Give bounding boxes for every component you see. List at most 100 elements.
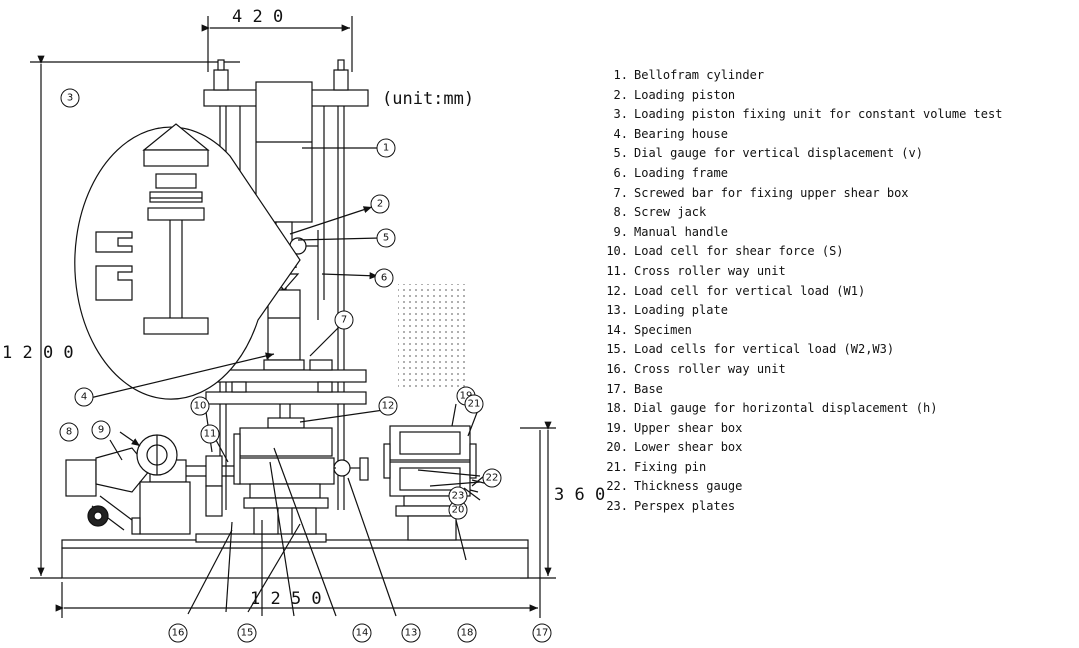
callout-number: 20 [452, 505, 465, 516]
legend-text: Load cells for vertical load (W2,W3) [634, 342, 895, 357]
legend-text: Screwed bar for fixing upper shear box [634, 185, 909, 200]
legend-number: 5. [613, 146, 628, 161]
callout-number: 16 [172, 628, 185, 639]
legend-item: 16. Cross roller way unit [604, 360, 1002, 380]
dim-height-label: 1 2 0 0 [2, 343, 74, 363]
callout-number: 18 [461, 628, 474, 639]
callout-number: 9 [98, 425, 104, 436]
legend-number: 18. [606, 401, 628, 416]
callout-number: 17 [536, 628, 549, 639]
zoom-bubble [74, 123, 301, 400]
legend-item: 22. Thickness gauge [604, 477, 1002, 497]
callout-circle [532, 623, 552, 643]
callout-circle [401, 623, 421, 643]
callout-number: 22 [486, 473, 499, 484]
callout-number: 2 [377, 199, 383, 210]
legend-text: Thickness gauge [634, 479, 743, 494]
bearing-house [263, 289, 305, 371]
callout-number: 1 [383, 143, 389, 154]
dim-length-label: 1 2 5 0 [250, 589, 322, 609]
shear-box-detail [383, 425, 477, 541]
legend-number: 16. [606, 361, 628, 376]
legend-number: 4. [613, 126, 628, 141]
callout-circle [334, 310, 354, 330]
legend-text: Bearing house [634, 126, 728, 141]
callout-number: 4 [81, 392, 87, 403]
callout-number: 15 [241, 628, 254, 639]
legend-text: Base [634, 381, 663, 396]
callout-circle [482, 468, 502, 488]
dim-width-label: 4 2 0 [232, 7, 283, 27]
legend-text: Specimen [634, 322, 692, 337]
legend-text: Loading plate [634, 303, 728, 318]
legend-text: Perspex plates [634, 499, 736, 514]
callout-circle [200, 424, 220, 444]
callout-number: 14 [356, 628, 369, 639]
legend-number: 15. [606, 342, 628, 357]
legend-text: Dial gauge for vertical displacement (v) [634, 146, 923, 161]
callout-circle [370, 194, 390, 214]
legend-text: Upper shear box [634, 420, 743, 435]
callout-circle [168, 623, 188, 643]
legend-number: 23. [606, 499, 628, 514]
legend-number: 13. [606, 303, 628, 318]
legend-item: 19.Upper shear box [604, 419, 1002, 439]
callout-number: 10 [194, 401, 207, 412]
callout-circle [464, 394, 484, 414]
legend-number: 11. [606, 263, 628, 278]
legend-number: 6. [613, 165, 628, 180]
legend-number: 22. [606, 479, 628, 494]
callout-number: 13 [405, 628, 418, 639]
callout-circle [448, 486, 468, 506]
legend-item: 10.Load cell for shear force (S) [604, 242, 1002, 262]
legend-number: 8. [613, 205, 628, 220]
legend-item: 6. Loading frame [604, 164, 1002, 184]
callout-number: 7 [341, 315, 347, 326]
legend-number: 12. [606, 283, 628, 298]
callout-number: 12 [382, 401, 395, 412]
legend-number: 7. [613, 185, 628, 200]
legend-item: 8.Screw jack [604, 203, 1002, 223]
legend-item: 18.Dial gauge for horizontal displacemen… [604, 399, 1002, 419]
legend-text: Cross roller way unit [634, 361, 786, 376]
legend-item: 11.Cross roller way unit [604, 262, 1002, 282]
callout-circle [457, 623, 477, 643]
legend-text: Loading frame [634, 165, 728, 180]
screw-jack [65, 434, 234, 535]
callout-number: 23 [452, 491, 465, 502]
legend-text: Loading piston [634, 87, 736, 102]
legend-item: 23. Perspex plates [604, 497, 1002, 517]
legend-number: 9. [613, 224, 628, 239]
legend-item: 5. Dial gauge for vertical displacement (… [604, 144, 1002, 164]
legend-number: 21. [606, 459, 628, 474]
legend-item: 1.Bellofram cylinder [604, 66, 1002, 86]
dim-box-height-label: 3 6 0 [554, 485, 605, 505]
legend-number: 14. [606, 322, 628, 337]
legend-item: 2. Loading piston [604, 86, 1002, 106]
callout-circle [74, 387, 94, 407]
legend-item: 13. Loading plate [604, 301, 1002, 321]
callout-number: 21 [468, 399, 481, 410]
callout-circle [376, 138, 396, 158]
dim-width [201, 16, 353, 72]
callout-circle [91, 420, 111, 440]
legend-number: 2. [613, 87, 628, 102]
callout-circle [59, 422, 79, 442]
callout-number: 19 [460, 391, 473, 402]
legend-item: 3.Loading piston fixing unit for constan… [604, 105, 1003, 125]
legend-number: 3. [613, 107, 628, 122]
dotted-area [398, 284, 468, 390]
callout-circle [376, 228, 396, 248]
callout-circle [352, 623, 372, 643]
legend-item: 21.Fixing pin [604, 458, 1002, 478]
legend-item: 14. Specimen [604, 321, 1002, 341]
legend-item: 17.Base [604, 380, 1002, 400]
dim-length [55, 430, 541, 618]
legend-item: 9.Manual handle [604, 223, 1002, 243]
legend-text: Load cell for vertical load (W1) [634, 283, 866, 298]
legend-text: Lower shear box [634, 440, 743, 455]
callout-circle [237, 623, 257, 643]
legend-number: 1. [613, 68, 628, 82]
shear-assembly [233, 404, 335, 535]
